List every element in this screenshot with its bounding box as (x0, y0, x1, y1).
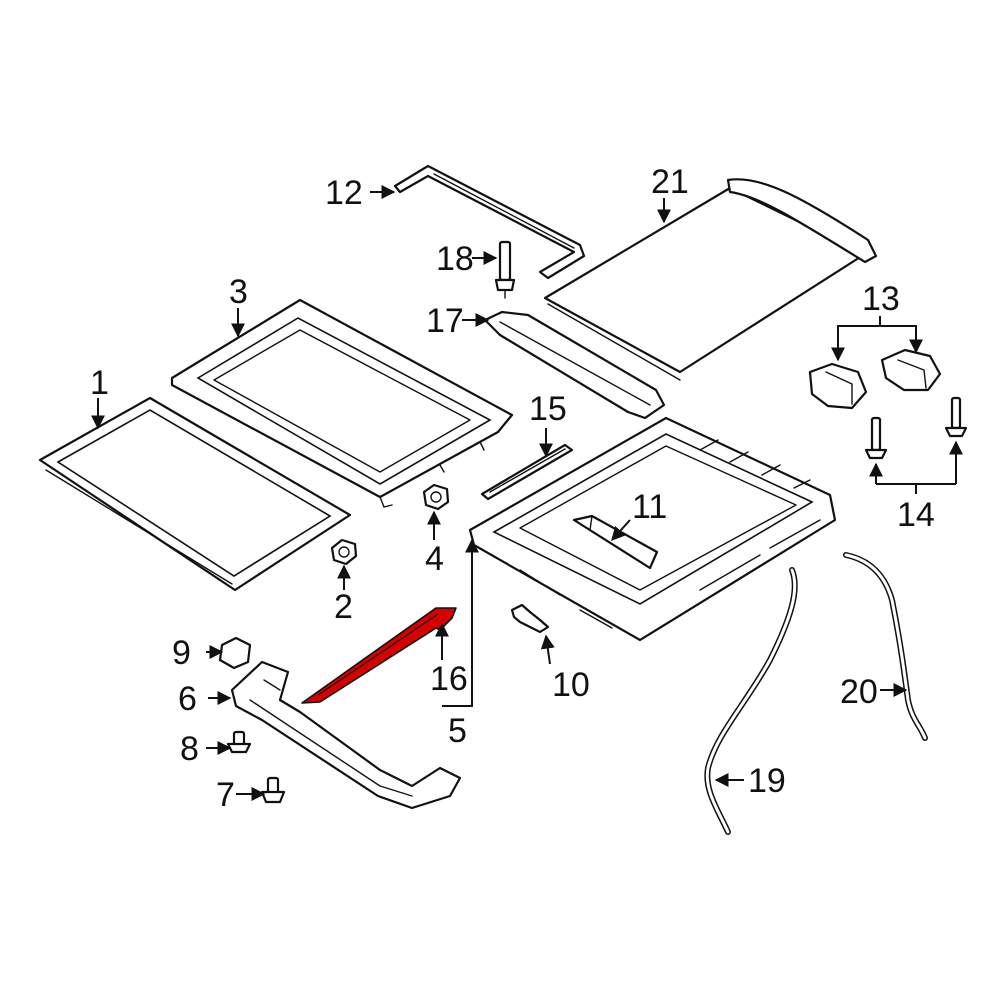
callout-10[interactable]: 10 (552, 666, 590, 704)
callout-18[interactable]: 18 (436, 240, 474, 278)
part-4-nut[interactable] (422, 483, 450, 511)
part-8-bolt[interactable] (226, 730, 252, 754)
callout-6[interactable]: 6 (178, 680, 197, 718)
callout-11[interactable]: 11 (632, 488, 667, 526)
part-10-push-pin[interactable] (510, 603, 550, 634)
callout-20[interactable]: 20 (840, 673, 878, 711)
part-20-drain-hose[interactable] (843, 552, 928, 741)
callout-21[interactable]: 21 (651, 163, 689, 201)
callout-3[interactable]: 3 (229, 273, 248, 311)
callout-5[interactable]: 5 (448, 712, 467, 750)
leader-lines (91, 185, 963, 801)
part-17-shade-rail[interactable] (483, 310, 666, 420)
callout-14[interactable]: 14 (897, 496, 935, 534)
callout-12[interactable]: 12 (325, 174, 363, 212)
part-6-front-rail[interactable] (230, 660, 462, 810)
part-12-deflector-seal[interactable] (393, 164, 586, 280)
callout-16[interactable]: 16 (430, 660, 468, 698)
callout-19[interactable]: 19 (748, 762, 786, 800)
part-13-motor-left[interactable] (808, 362, 868, 410)
callout-1[interactable]: 1 (90, 364, 109, 402)
callout-9[interactable]: 9 (172, 634, 191, 672)
callout-4[interactable]: 4 (425, 540, 444, 578)
part-21-sunshade[interactable] (543, 178, 878, 381)
callout-8[interactable]: 8 (180, 730, 199, 768)
callout-15[interactable]: 15 (529, 390, 567, 428)
part-9-clip[interactable] (218, 636, 252, 670)
part-3-glass-frame[interactable] (170, 298, 514, 508)
callout-13[interactable]: 13 (862, 280, 900, 318)
callouts: 1 3 2 4 12 18 17 21 15 11 13 14 10 9 6 8… (90, 163, 935, 814)
callout-7[interactable]: 7 (216, 776, 235, 814)
callout-2[interactable]: 2 (334, 588, 353, 626)
part-11-bracket[interactable] (572, 514, 659, 570)
part-14-screw-left[interactable] (864, 416, 888, 460)
part-18-bolt[interactable] (494, 240, 516, 299)
part-7-bolt[interactable] (260, 776, 286, 804)
part-14-screw-right[interactable] (944, 396, 968, 438)
part-2-nut[interactable] (330, 538, 358, 566)
callout-17[interactable]: 17 (426, 302, 464, 340)
part-5-housing-frame[interactable] (468, 416, 837, 642)
part-1-glass-panel[interactable] (38, 396, 352, 592)
part-13-motor-right[interactable] (880, 348, 942, 392)
part-19-drain-hose[interactable] (704, 567, 798, 835)
